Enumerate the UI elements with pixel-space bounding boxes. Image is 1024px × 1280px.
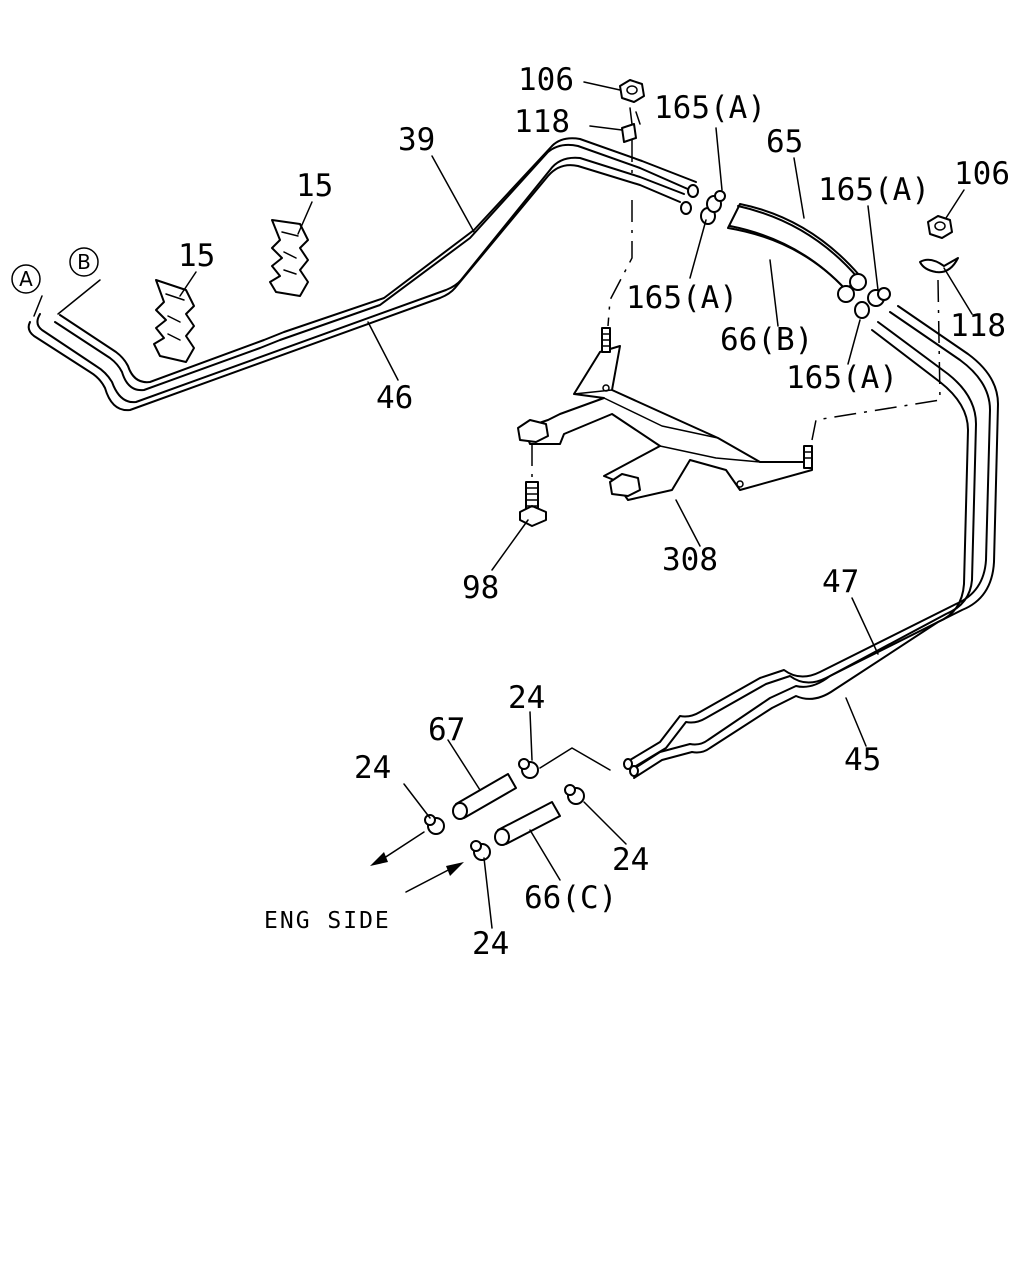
callout-46: 46	[376, 380, 413, 416]
bracket-stud-right	[803, 445, 813, 469]
pipe-45	[631, 321, 977, 779]
pipe-connect-line	[539, 747, 611, 771]
marker-b: B	[69, 247, 99, 277]
callout-24-left: 24	[354, 750, 391, 786]
callout-24-bottom: 24	[472, 926, 509, 962]
callout-66c: 66(C)	[524, 880, 617, 916]
clip-15-lower	[153, 279, 195, 363]
clamp-24-bottom	[470, 840, 491, 861]
clamp-118-right	[919, 257, 959, 274]
callout-118-right: 118	[950, 308, 1006, 344]
clip-15-upper	[269, 219, 309, 297]
weld-nut-left	[517, 419, 549, 443]
clamp-24-right	[564, 784, 585, 805]
callout-15-upper: 15	[296, 168, 333, 204]
pipe-46	[27, 156, 685, 412]
callout-308: 308	[662, 542, 718, 578]
pipe-39	[54, 137, 697, 392]
clamp-118-top	[621, 107, 641, 143]
marker-b-label: B	[77, 250, 91, 274]
callout-39: 39	[398, 122, 435, 158]
callout-15-lower: 15	[178, 238, 215, 274]
arrow-from-engine	[405, 862, 464, 893]
callout-165a-upper-right: 165(A)	[818, 172, 930, 208]
hose-65-66b	[727, 203, 867, 303]
bolt-98	[519, 481, 547, 527]
bracket-stud-left	[601, 327, 611, 353]
callout-165a-lower: 165(A)	[786, 360, 898, 396]
callout-24-top: 24	[508, 680, 545, 716]
clamp-24-left	[424, 814, 445, 835]
bracket-308	[523, 345, 813, 501]
nut-106-top	[619, 79, 645, 103]
arrow-to-engine	[370, 831, 425, 866]
clamp-24-top	[518, 758, 539, 779]
hose-67	[452, 773, 517, 820]
weld-nut-center	[609, 473, 641, 497]
eng-side-note: ENG SIDE	[264, 908, 391, 934]
callout-24-right: 24	[612, 842, 649, 878]
clamp-165a-left	[700, 190, 726, 225]
callout-65: 65	[766, 124, 803, 160]
callout-165a-top: 165(A)	[654, 90, 766, 126]
pipe-ends-top	[680, 184, 699, 215]
pipe-ends-bottom	[623, 758, 639, 777]
centerline-bolt-right	[811, 279, 941, 441]
callout-106-top: 106	[518, 62, 574, 98]
callout-45: 45	[844, 742, 881, 778]
callout-98: 98	[462, 570, 499, 606]
nut-106-right	[927, 215, 953, 239]
clamp-165a-right	[854, 287, 891, 319]
callout-165a-middle: 165(A)	[626, 280, 738, 316]
callout-67: 67	[428, 712, 465, 748]
callout-106-right: 106	[954, 156, 1010, 192]
leader-lines	[33, 81, 973, 929]
callout-66b: 66(B)	[720, 322, 813, 358]
callout-47: 47	[822, 564, 859, 600]
marker-a: A	[11, 264, 41, 294]
hose-66c	[494, 801, 561, 846]
callout-118-top: 118	[514, 104, 570, 140]
marker-a-label: A	[19, 267, 33, 291]
